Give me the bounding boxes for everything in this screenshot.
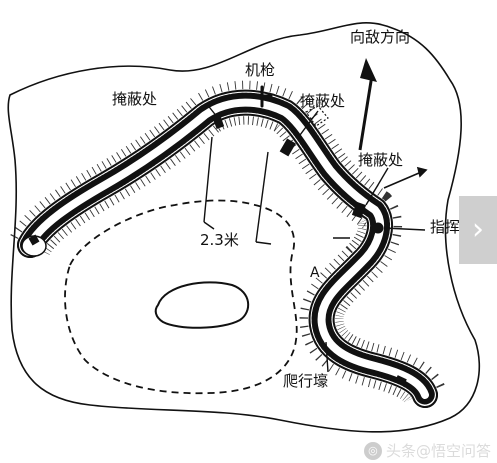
- cover-block-top: [279, 138, 296, 157]
- dashed-boundary: [64, 199, 298, 395]
- label-cover-top: 掩蔽处: [300, 92, 345, 110]
- cover-block-left: [211, 113, 225, 129]
- top-emplacement: [305, 105, 329, 127]
- cover-block-right: [351, 201, 367, 219]
- watermark: ◎ 头条@悟空问答: [363, 440, 491, 461]
- label-crawl-trench: 爬行壕: [283, 372, 328, 390]
- pond-outline: [154, 281, 250, 329]
- distance-dimension: [203, 136, 272, 245]
- chevron-right-icon: ›: [472, 212, 484, 247]
- leader-lines: [205, 102, 426, 373]
- commander-position: [372, 222, 384, 234]
- terrain-outline: [7, 22, 481, 433]
- machine-gun-icon: [251, 85, 273, 108]
- next-image-button[interactable]: ›: [459, 196, 497, 264]
- label-distance: 2.3米: [200, 231, 239, 249]
- watermark-logo-icon: ◎: [363, 441, 382, 460]
- label-enemy-direction: 向敌方向: [350, 28, 410, 46]
- section-a-marker: [333, 166, 428, 239]
- watermark-text: 头条@悟空问答: [385, 442, 491, 460]
- enemy-direction-arrow: [358, 58, 377, 151]
- trench-end-right-block: [395, 375, 407, 385]
- trench-body: [17, 89, 438, 408]
- label-section-a: A: [310, 265, 320, 281]
- trench-end-left-block: [28, 234, 40, 246]
- label-cover-left: 掩蔽处: [112, 90, 157, 108]
- label-machine-gun: 机枪: [245, 61, 275, 79]
- label-cover-right: 掩蔽处: [358, 151, 403, 169]
